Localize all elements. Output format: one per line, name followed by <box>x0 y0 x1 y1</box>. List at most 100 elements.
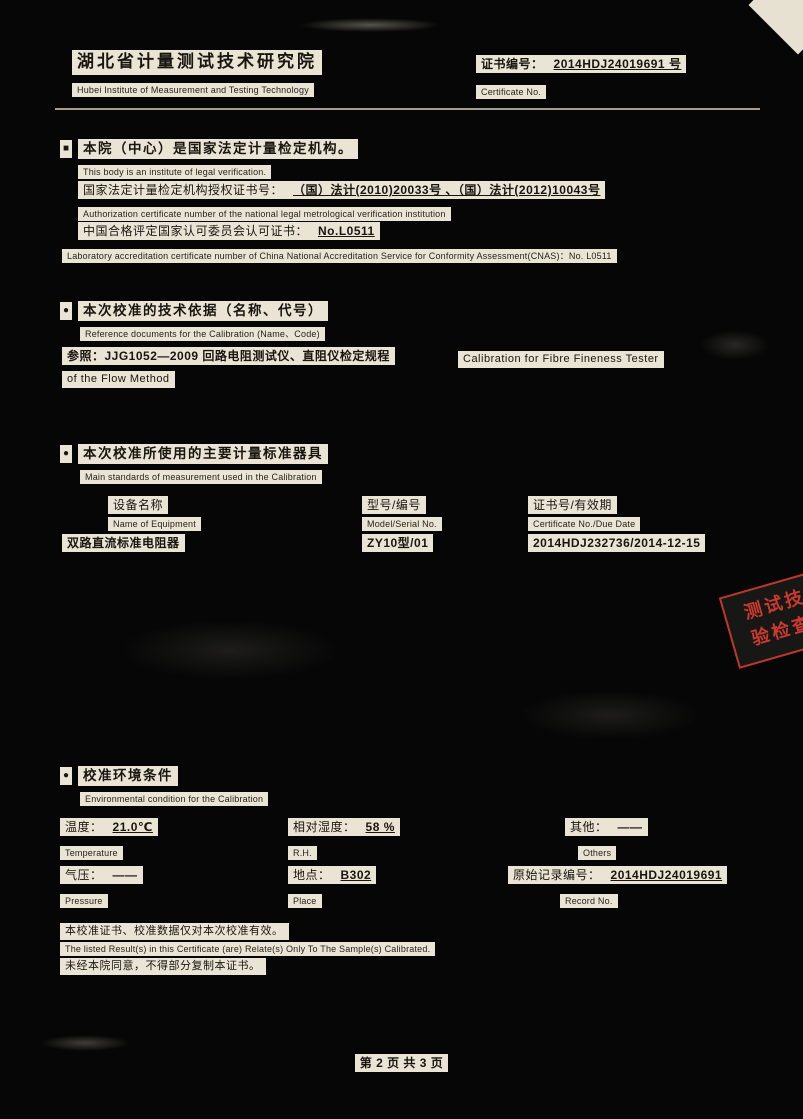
pressure-field: 气压：—— <box>60 866 143 885</box>
reference-document-en-1: Calibration for Fibre Fineness Tester <box>458 349 664 368</box>
pressure-value: —— <box>107 866 143 885</box>
certificate-number-value: 2014HDJ24019691 号 <box>548 55 687 74</box>
table-header-model-en-text: Model/Serial No. <box>362 517 442 532</box>
model-value: ZY10型/01 <box>362 534 434 553</box>
header-divider <box>55 108 760 110</box>
section-standards-title-en: Main standards of measurement used in th… <box>80 467 322 485</box>
others-value: —— <box>612 818 648 837</box>
table-header-name-cn-text: 设备名称 <box>108 496 169 515</box>
scan-noise <box>120 620 340 680</box>
section-reference-title-en: Reference documents for the Calibration … <box>80 324 325 342</box>
table-header-model-cn-text: 型号/编号 <box>362 496 426 515</box>
pressure-label: 气压： <box>60 866 108 885</box>
paper-corner-wedge <box>748 0 803 55</box>
section-reference-title: ● 本次校准的技术依据（名称、代号） <box>60 301 329 322</box>
section-reference-title-en-text: Reference documents for the Calibration … <box>80 327 325 342</box>
section-reference-title-cn: 本次校准的技术依据（名称、代号） <box>78 301 329 322</box>
dot-bullet-icon: ● <box>60 445 73 463</box>
humidity-value: 58 % <box>360 818 400 837</box>
authorization-line-en: Authorization certificate number of the … <box>78 204 451 222</box>
authorization-line: 国家法定计量检定机构授权证书号：（国）法计(2010)20033号 、（国）法计… <box>78 181 606 200</box>
authorization-label: 国家法定计量检定机构授权证书号： <box>78 181 289 200</box>
org-name-cn: 湖北省计量测试技术研究院 <box>72 50 322 75</box>
record-number-label-en: Record No. <box>560 891 618 909</box>
note-validity-cn: 本校准证书、校准数据仅对本次校准有效。 <box>60 921 289 940</box>
note-validity-en: The listed Result(s) in this Certificate… <box>60 939 436 957</box>
scan-noise <box>300 18 440 32</box>
section-environment-title-en-text: Environmental condition for the Calibrat… <box>80 792 269 807</box>
temperature-field: 温度：21.0℃ <box>60 818 158 837</box>
cnas-line-en-text: Laboratory accreditation certificate num… <box>62 249 617 264</box>
page-number-text: 第 2 页 共 3 页 <box>354 1054 449 1073</box>
cnas-line-en: Laboratory accreditation certificate num… <box>62 246 617 264</box>
reference-document-en-1-text: Calibration for Fibre Fineness Tester <box>458 351 664 368</box>
note-copy-cn-text: 未经本院同意，不得部分复制本证书。 <box>60 958 266 975</box>
section-environment-title-cn: 校准环境条件 <box>78 766 179 787</box>
org-name-en: Hubei Institute of Measurement and Testi… <box>72 80 314 98</box>
reference-document-en-2: of the Flow Method <box>62 369 175 388</box>
table-row-certificate: 2014HDJ232736/2014-12-15 <box>528 534 706 553</box>
certificate-number-label-en: Certificate No. <box>476 82 547 100</box>
note-validity-cn-text: 本校准证书、校准数据仅对本次校准有效。 <box>60 923 289 940</box>
scan-noise <box>40 1035 130 1051</box>
section-standards-title-cn: 本次校准所使用的主要计量标准器具 <box>78 444 329 465</box>
temperature-label-en-text: Temperature <box>60 846 123 861</box>
reference-document-cn: 参照：JJG1052—2009 回路电阻测试仪、直阻仪检定规程 <box>62 347 395 366</box>
section-legal-title-cn: 本院（中心）是国家法定计量检定机构。 <box>78 139 359 160</box>
record-number-field: 原始记录编号：2014HDJ24019691 <box>508 866 728 885</box>
section-legal-title: ■ 本院（中心）是国家法定计量检定机构。 <box>60 139 359 160</box>
table-header-model-cn: 型号/编号 <box>362 496 426 515</box>
table-header-cert-en-text: Certificate No./Due Date <box>528 517 641 532</box>
org-name-en-text: Hubei Institute of Measurement and Testi… <box>72 83 314 98</box>
scan-noise <box>520 690 700 740</box>
cnas-value: No.L0511 <box>313 222 380 241</box>
dot-bullet-icon: ● <box>60 302 73 320</box>
red-inspection-stamp: 测试技 验检查 <box>718 569 803 669</box>
temperature-label: 温度： <box>60 818 108 837</box>
place-field: 地点：B302 <box>288 866 377 885</box>
table-header-cert-en: Certificate No./Due Date <box>528 514 641 532</box>
reference-document-cn-text: 参照：JJG1052—2009 回路电阻测试仪、直阻仪检定规程 <box>62 347 395 366</box>
record-number-value: 2014HDJ24019691 <box>605 866 728 885</box>
place-value: B302 <box>335 866 377 885</box>
pressure-label-en: Pressure <box>60 891 108 909</box>
authorization-line-en-text: Authorization certificate number of the … <box>78 207 451 222</box>
table-header-cert-cn: 证书号/有效期 <box>528 496 617 515</box>
place-label: 地点： <box>288 866 336 885</box>
table-header-name-en: Name of Equipment <box>108 514 201 532</box>
table-row-equipment-name: 双路直流标准电阻器 <box>62 534 185 553</box>
note-copy-cn: 未经本院同意，不得部分复制本证书。 <box>60 956 266 975</box>
square-bullet-icon: ■ <box>60 140 73 158</box>
section-legal-title-en: This body is an institute of legal verif… <box>78 162 272 180</box>
note-validity-en-text: The listed Result(s) in this Certificate… <box>60 942 436 957</box>
others-label-en: Others <box>578 843 617 861</box>
section-standards-title-en-text: Main standards of measurement used in th… <box>80 470 322 485</box>
pressure-label-en-text: Pressure <box>60 894 108 909</box>
reference-document-en-2-text: of the Flow Method <box>62 371 175 388</box>
humidity-label-en: R.H. <box>288 843 317 861</box>
equipment-name-value: 双路直流标准电阻器 <box>62 534 185 553</box>
others-label: 其他： <box>565 818 613 837</box>
scan-noise <box>700 330 770 360</box>
record-number-label-en-text: Record No. <box>560 894 618 909</box>
section-environment-title: ●校准环境条件 <box>60 766 179 787</box>
others-label-en-text: Others <box>578 846 617 861</box>
authorization-value: （国）法计(2010)20033号 、（国）法计(2012)10043号 <box>288 181 606 200</box>
others-field: 其他：—— <box>565 818 648 837</box>
table-header-name-cn: 设备名称 <box>108 496 169 515</box>
temperature-label-en: Temperature <box>60 843 123 861</box>
place-label-en: Place <box>288 891 322 909</box>
cnas-label: 中国合格评定国家认可委员会认可证书： <box>78 222 314 241</box>
section-standards-title: ● 本次校准所使用的主要计量标准器具 <box>60 444 329 465</box>
certificate-number-label: 证书编号： <box>476 55 549 74</box>
cnas-line: 中国合格评定国家认可委员会认可证书：No.L0511 <box>78 222 380 241</box>
page-number: 第 2 页 共 3 页 <box>0 1054 803 1073</box>
org-name-cn-text: 湖北省计量测试技术研究院 <box>72 50 322 75</box>
table-header-name-en-text: Name of Equipment <box>108 517 201 532</box>
table-header-model-en: Model/Serial No. <box>362 514 442 532</box>
place-label-en-text: Place <box>288 894 322 909</box>
humidity-field: 相对湿度：58 % <box>288 818 400 837</box>
section-legal-title-en-text: This body is an institute of legal verif… <box>78 165 272 180</box>
table-row-model: ZY10型/01 <box>362 534 434 553</box>
humidity-label: 相对湿度： <box>288 818 361 837</box>
